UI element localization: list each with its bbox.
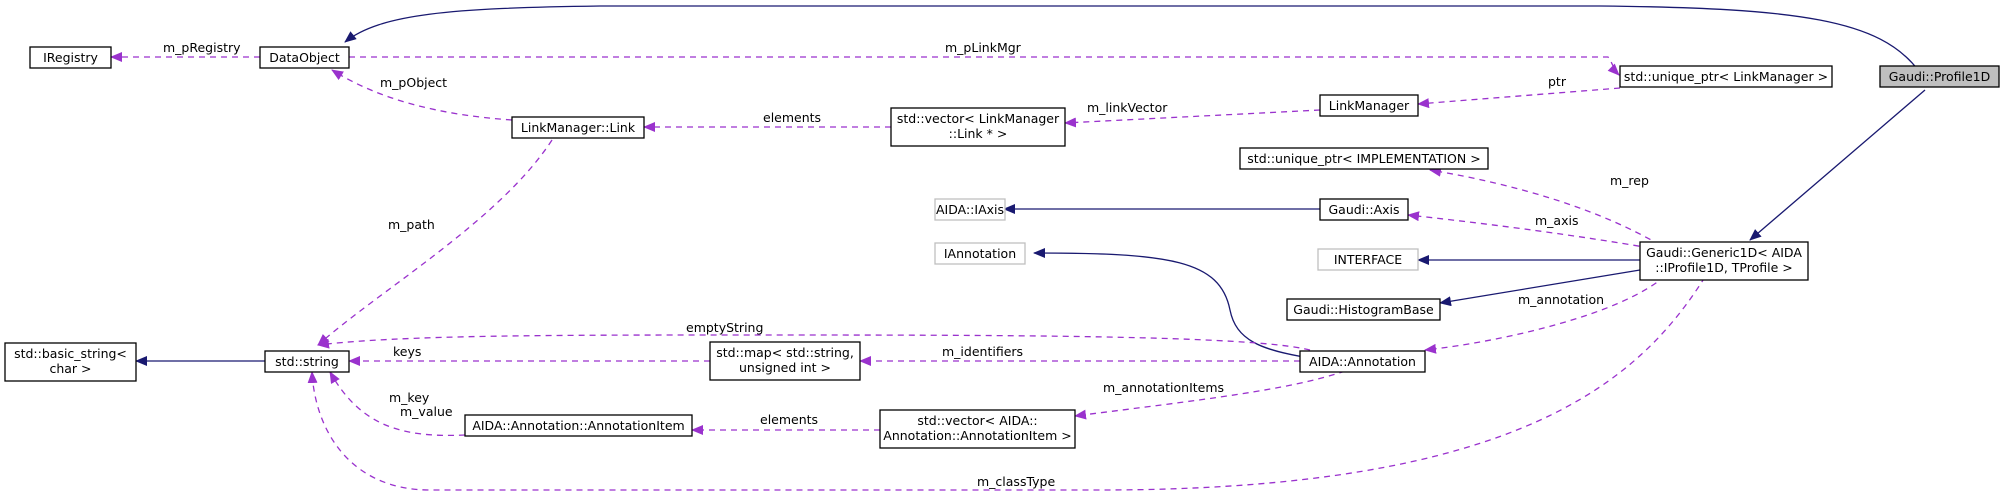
label-m-pregistry: m_pRegistry — [163, 40, 241, 55]
node-interface[interactable]: INTERFACE — [1317, 248, 1419, 271]
label-m-value: m_value — [400, 404, 453, 419]
svg-text:Gaudi::Generic1D< AIDA: Gaudi::Generic1D< AIDA — [1646, 245, 1802, 260]
node-std-basic-string[interactable]: std::basic_string< char > — [4, 342, 137, 382]
edge-labels: m_pRegistry m_pLinkMgr m_pObject ptr ele… — [163, 40, 1649, 489]
label-m-rep: m_rep — [1610, 173, 1649, 188]
node-linkmanager[interactable]: LinkManager — [1319, 94, 1419, 117]
svg-text:LinkManager::Link: LinkManager::Link — [521, 120, 636, 135]
edge-annotation-to-iannotation — [1033, 248, 1311, 359]
edges — [110, 5, 1926, 491]
svg-text:DataObject: DataObject — [269, 50, 340, 65]
label-elements-item: elements — [760, 412, 818, 427]
label-keys: keys — [393, 344, 421, 359]
edge-annotation-to-vector-item — [1074, 370, 1346, 420]
node-aida-iaxis[interactable]: AIDA::IAxis — [934, 198, 1006, 221]
edge-link-to-dataobject — [331, 69, 513, 121]
label-m-plinkmgr: m_pLinkMgr — [945, 40, 1022, 55]
svg-text:Gaudi::HistogramBase: Gaudi::HistogramBase — [1293, 302, 1434, 317]
svg-text:std::vector< LinkManager: std::vector< LinkManager — [897, 111, 1060, 126]
svg-text:AIDA::Annotation: AIDA::Annotation — [1309, 354, 1416, 369]
label-m-identifiers: m_identifiers — [942, 344, 1023, 359]
label-m-axis: m_axis — [1535, 213, 1578, 228]
svg-text:INTERFACE: INTERFACE — [1334, 252, 1402, 267]
edge-generic1d-to-unique-ptr-impl — [1429, 166, 1661, 246]
svg-text:std::unique_ptr< LinkManager >: std::unique_ptr< LinkManager > — [1624, 69, 1828, 84]
svg-text:IRegistry: IRegistry — [43, 50, 98, 65]
svg-text:IAnnotation: IAnnotation — [944, 246, 1016, 261]
svg-text:std::string: std::string — [275, 354, 339, 369]
edge-generic1d-to-stdstring-classtype — [307, 276, 1706, 491]
edge-annotation-to-stdstring-emptystring — [317, 334, 1311, 351]
label-elements-link: elements — [763, 110, 821, 125]
svg-text:unsigned int >: unsigned int > — [739, 360, 831, 375]
edge-dataobject-to-unique-ptr-linkmgr — [349, 56, 1620, 76]
edge-link-to-stdstring — [317, 139, 553, 346]
svg-text:LinkManager: LinkManager — [1329, 98, 1410, 113]
svg-text:std::unique_ptr< IMPLEMENTATIO: std::unique_ptr< IMPLEMENTATION > — [1247, 151, 1480, 166]
svg-text:std::vector< AIDA::: std::vector< AIDA:: — [917, 413, 1037, 428]
label-m-annotation: m_annotation — [1518, 292, 1604, 307]
svg-text:Gaudi::Profile1D: Gaudi::Profile1D — [1889, 69, 1991, 84]
node-vector-link[interactable]: std::vector< LinkManager ::Link * > — [890, 107, 1066, 147]
label-m-path: m_path — [388, 217, 435, 232]
label-m-key: m_key — [389, 390, 430, 405]
node-iannotation[interactable]: IAnnotation — [934, 242, 1026, 265]
node-std-map[interactable]: std::map< std::string, unsigned int > — [709, 341, 861, 381]
svg-text:AIDA::IAxis: AIDA::IAxis — [936, 202, 1004, 217]
node-linkmanager-link[interactable]: LinkManager::Link — [511, 116, 645, 139]
svg-text:std::map< std::string,: std::map< std::string, — [716, 345, 854, 360]
edge-generic1d-to-gaudi-axis — [1407, 211, 1651, 249]
node-iregistry[interactable]: IRegistry — [29, 46, 112, 69]
edge-profile1d-to-generic1d — [1749, 89, 1926, 241]
svg-text:::Link * >: ::Link * > — [949, 126, 1008, 141]
edge-generic1d-to-histogrambase — [1439, 269, 1641, 307]
node-dataobject[interactable]: DataObject — [259, 46, 350, 69]
label-ptr: ptr — [1548, 74, 1567, 89]
node-aida-annotation[interactable]: AIDA::Annotation — [1299, 350, 1426, 373]
node-std-string[interactable]: std::string — [264, 350, 350, 373]
label-m-linkvector: m_linkVector — [1087, 100, 1168, 115]
svg-text:::IProfile1D, TProfile >: ::IProfile1D, TProfile > — [1655, 260, 1792, 275]
edge-unique-ptr-to-linkmanager — [1417, 87, 1621, 109]
svg-text:Annotation::AnnotationItem >: Annotation::AnnotationItem > — [883, 428, 1071, 443]
node-unique-ptr-implementation[interactable]: std::unique_ptr< IMPLEMENTATION > — [1239, 147, 1489, 170]
edge-profile1d-to-dataobject — [344, 5, 1919, 71]
node-gaudi-profile1d[interactable]: Gaudi::Profile1D — [1879, 65, 2000, 88]
edge-item-to-stdstring — [329, 371, 466, 437]
svg-text:AIDA::Annotation::AnnotationIt: AIDA::Annotation::AnnotationItem — [472, 418, 684, 433]
edge-generic1d-to-annotation — [1424, 275, 1666, 354]
label-m-classtype: m_classType — [977, 474, 1055, 489]
edge-linkmanager-to-vector-link — [1064, 109, 1321, 128]
label-emptystring: emptyString — [686, 320, 763, 335]
node-annotation-item[interactable]: AIDA::Annotation::AnnotationItem — [464, 414, 693, 437]
node-gaudi-generic1d[interactable]: Gaudi::Generic1D< AIDA ::IProfile1D, TPr… — [1639, 241, 1809, 281]
label-m-pobject: m_pObject — [380, 75, 447, 90]
node-gaudi-histogrambase[interactable]: Gaudi::HistogramBase — [1286, 298, 1441, 321]
label-m-annotationitems: m_annotationItems — [1103, 380, 1224, 395]
svg-text:std::basic_string<: std::basic_string< — [14, 346, 127, 361]
node-gaudi-axis[interactable]: Gaudi::Axis — [1319, 198, 1409, 221]
svg-text:Gaudi::Axis: Gaudi::Axis — [1328, 202, 1399, 217]
node-vector-annotation-item[interactable]: std::vector< AIDA:: Annotation::Annotati… — [879, 409, 1076, 449]
svg-text:char >: char > — [49, 361, 91, 376]
nodes: Gaudi::Profile1D DataObject IRegistry st… — [4, 46, 2000, 449]
node-unique-ptr-linkmanager[interactable]: std::unique_ptr< LinkManager > — [1619, 65, 1833, 88]
